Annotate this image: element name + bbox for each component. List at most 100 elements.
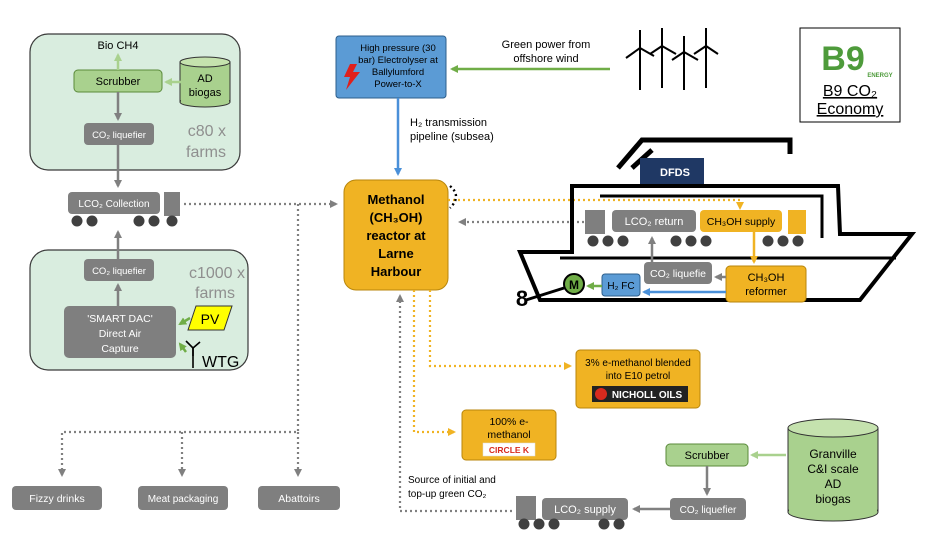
fizzy-drinks-label: Fizzy drinks [29, 493, 84, 505]
logo-title: B9 CO₂ [823, 83, 877, 100]
lco2-supply-label: LCO₂ supply [554, 504, 616, 516]
circlek-logo [482, 442, 536, 457]
wheel [71, 215, 83, 227]
ad-biogas-label-2: biogas [189, 87, 222, 99]
pv-label: PV [201, 311, 220, 327]
logo-subtitle: Economy [817, 101, 884, 118]
nicholl-logo-mark [595, 388, 607, 400]
reactor-to-petrol-line [428, 290, 572, 370]
farm-count-2: farms [186, 144, 226, 161]
reactor-to-circlek-line [412, 290, 456, 436]
ship-hull-outline [517, 184, 917, 302]
lco2-return-box [612, 210, 696, 232]
wind-turbines-icon [625, 28, 719, 90]
dac-liquefier-box [84, 259, 154, 281]
granville-biogas-label-3: AD [825, 477, 842, 491]
wheel [602, 235, 614, 247]
return-wagon-tender [585, 210, 605, 234]
granville-biogas-label-2: C&I scale [807, 462, 859, 476]
reformer-label-1: CH₃OH [748, 272, 785, 284]
electrolyser-label-4: Power-to-X [374, 79, 422, 90]
propeller-shaft [525, 286, 565, 302]
wheel [762, 235, 774, 247]
lco2-return-label: LCO₂ return [625, 216, 684, 228]
meat-packaging-box [138, 486, 228, 510]
petrol-label-1: 3% e-methanol blended [585, 358, 691, 369]
wheel [533, 518, 545, 530]
liquefier-label: CO₂ liquefier [92, 130, 146, 141]
wind-label-2: offshore wind [513, 53, 578, 65]
wheel [670, 235, 682, 247]
dac-label-2: Direct Air [99, 328, 142, 340]
circlek-logo-text: CIRCLE K [489, 445, 530, 455]
top-farms-panel: Bio CH4 Scrubber AD biogas CO₂ liquefier… [29, 33, 241, 171]
dfds-label: DFDS [660, 167, 690, 179]
b9-logo-panel: B9 ENERGY B9 CO₂ Economy [799, 27, 901, 123]
granville-liquefier-box [670, 498, 746, 520]
reactor-label-5: Harbour [371, 264, 422, 279]
co2-distribution-lines [58, 200, 584, 513]
dac-liquefier-label: CO₂ liquefier [92, 266, 146, 277]
wheel [685, 235, 697, 247]
ship-liquefier-box [644, 262, 712, 284]
pipeline-label-2: pipeline (subsea) [410, 131, 494, 143]
consumers: Fizzy drinks Meat packaging Abattoirs [12, 486, 340, 510]
source-label-2: top-up green CO₂ [408, 489, 486, 500]
supply-to-reactor-line [396, 294, 512, 513]
wheel [792, 235, 804, 247]
dac-farm-count-1: c1000 x [189, 265, 245, 282]
wheel [700, 235, 712, 247]
pv-panel-icon [187, 305, 233, 331]
ch3oh-supply-box [700, 210, 782, 232]
electrolyser: High pressure (30 bar) Electrolyser at B… [335, 35, 447, 99]
electrolyser-box [335, 35, 447, 99]
wheel [133, 215, 145, 227]
wheel [613, 518, 625, 530]
meat-packaging-label: Meat packaging [148, 494, 219, 505]
wind-label-1: Green power from [502, 39, 591, 51]
reactor-loop-marker [449, 185, 458, 209]
dac-farm-count-2: farms [195, 285, 235, 302]
pv-to-dac-arrow [178, 316, 191, 326]
reformer-label-2: reformer [745, 286, 787, 298]
nicholl-oils-panel: 3% e-methanol blended into E10 petrol NI… [575, 349, 701, 409]
reformer-box [725, 265, 807, 303]
wtg-icon [185, 340, 201, 368]
dac-label-1: 'SMART DAC' [87, 313, 152, 325]
abattoirs-label: Abattoirs [278, 493, 319, 505]
fizzy-drinks-box [12, 486, 102, 510]
dac-box [64, 306, 176, 358]
ferry-ship: DFDS LCO₂ return CH₃OH supply CO₂ liquef… [516, 137, 917, 311]
granville-liquefier-label: CO₂ liquefier [680, 505, 737, 516]
pipeline-label-1: H₂ transmission [410, 117, 487, 129]
wheel [518, 518, 530, 530]
ch3oh-supply-label: CH₃OH supply [707, 216, 776, 228]
wheel [548, 518, 560, 530]
abattoirs-box [258, 486, 340, 510]
dac-farms-panel: CO₂ liquefier c1000 x farms 'SMART DAC' … [29, 249, 249, 371]
supply-wagon-tender [788, 210, 806, 234]
ad-biogas-label-1: AD [197, 73, 212, 85]
circlek-label-2: methanol [487, 429, 530, 441]
dac-label-3: Capture [101, 343, 139, 355]
liquefier-box [84, 123, 154, 145]
nicholl-logo [592, 386, 688, 402]
reactor-label-4: Larne [378, 246, 413, 261]
reactor-label-1: Methanol [367, 192, 424, 207]
granville-scrubber-label: Scrubber [685, 450, 730, 462]
wheel [86, 215, 98, 227]
electrolyser-label-3: Ballylumford [372, 67, 424, 78]
collection-wagon: LCO₂ Collection [68, 145, 180, 227]
circle-k-panel: 100% e- methanol CIRCLE K [461, 409, 557, 461]
source-label-1: Source of initial and [408, 475, 496, 486]
nicholl-logo-text: NICHOLL OILS [612, 390, 683, 401]
collection-tender [164, 192, 180, 216]
propeller-icon: 8 [516, 286, 528, 311]
line-to-fizzy-drinks [58, 204, 300, 477]
wtg-label: WTG [202, 354, 239, 371]
motor-label: M [569, 278, 579, 292]
lco2-supply-box [542, 498, 628, 520]
collection-box [68, 192, 160, 214]
electrolyser-label-2: bar) Electrolyser at [358, 55, 438, 66]
wheel [587, 235, 599, 247]
